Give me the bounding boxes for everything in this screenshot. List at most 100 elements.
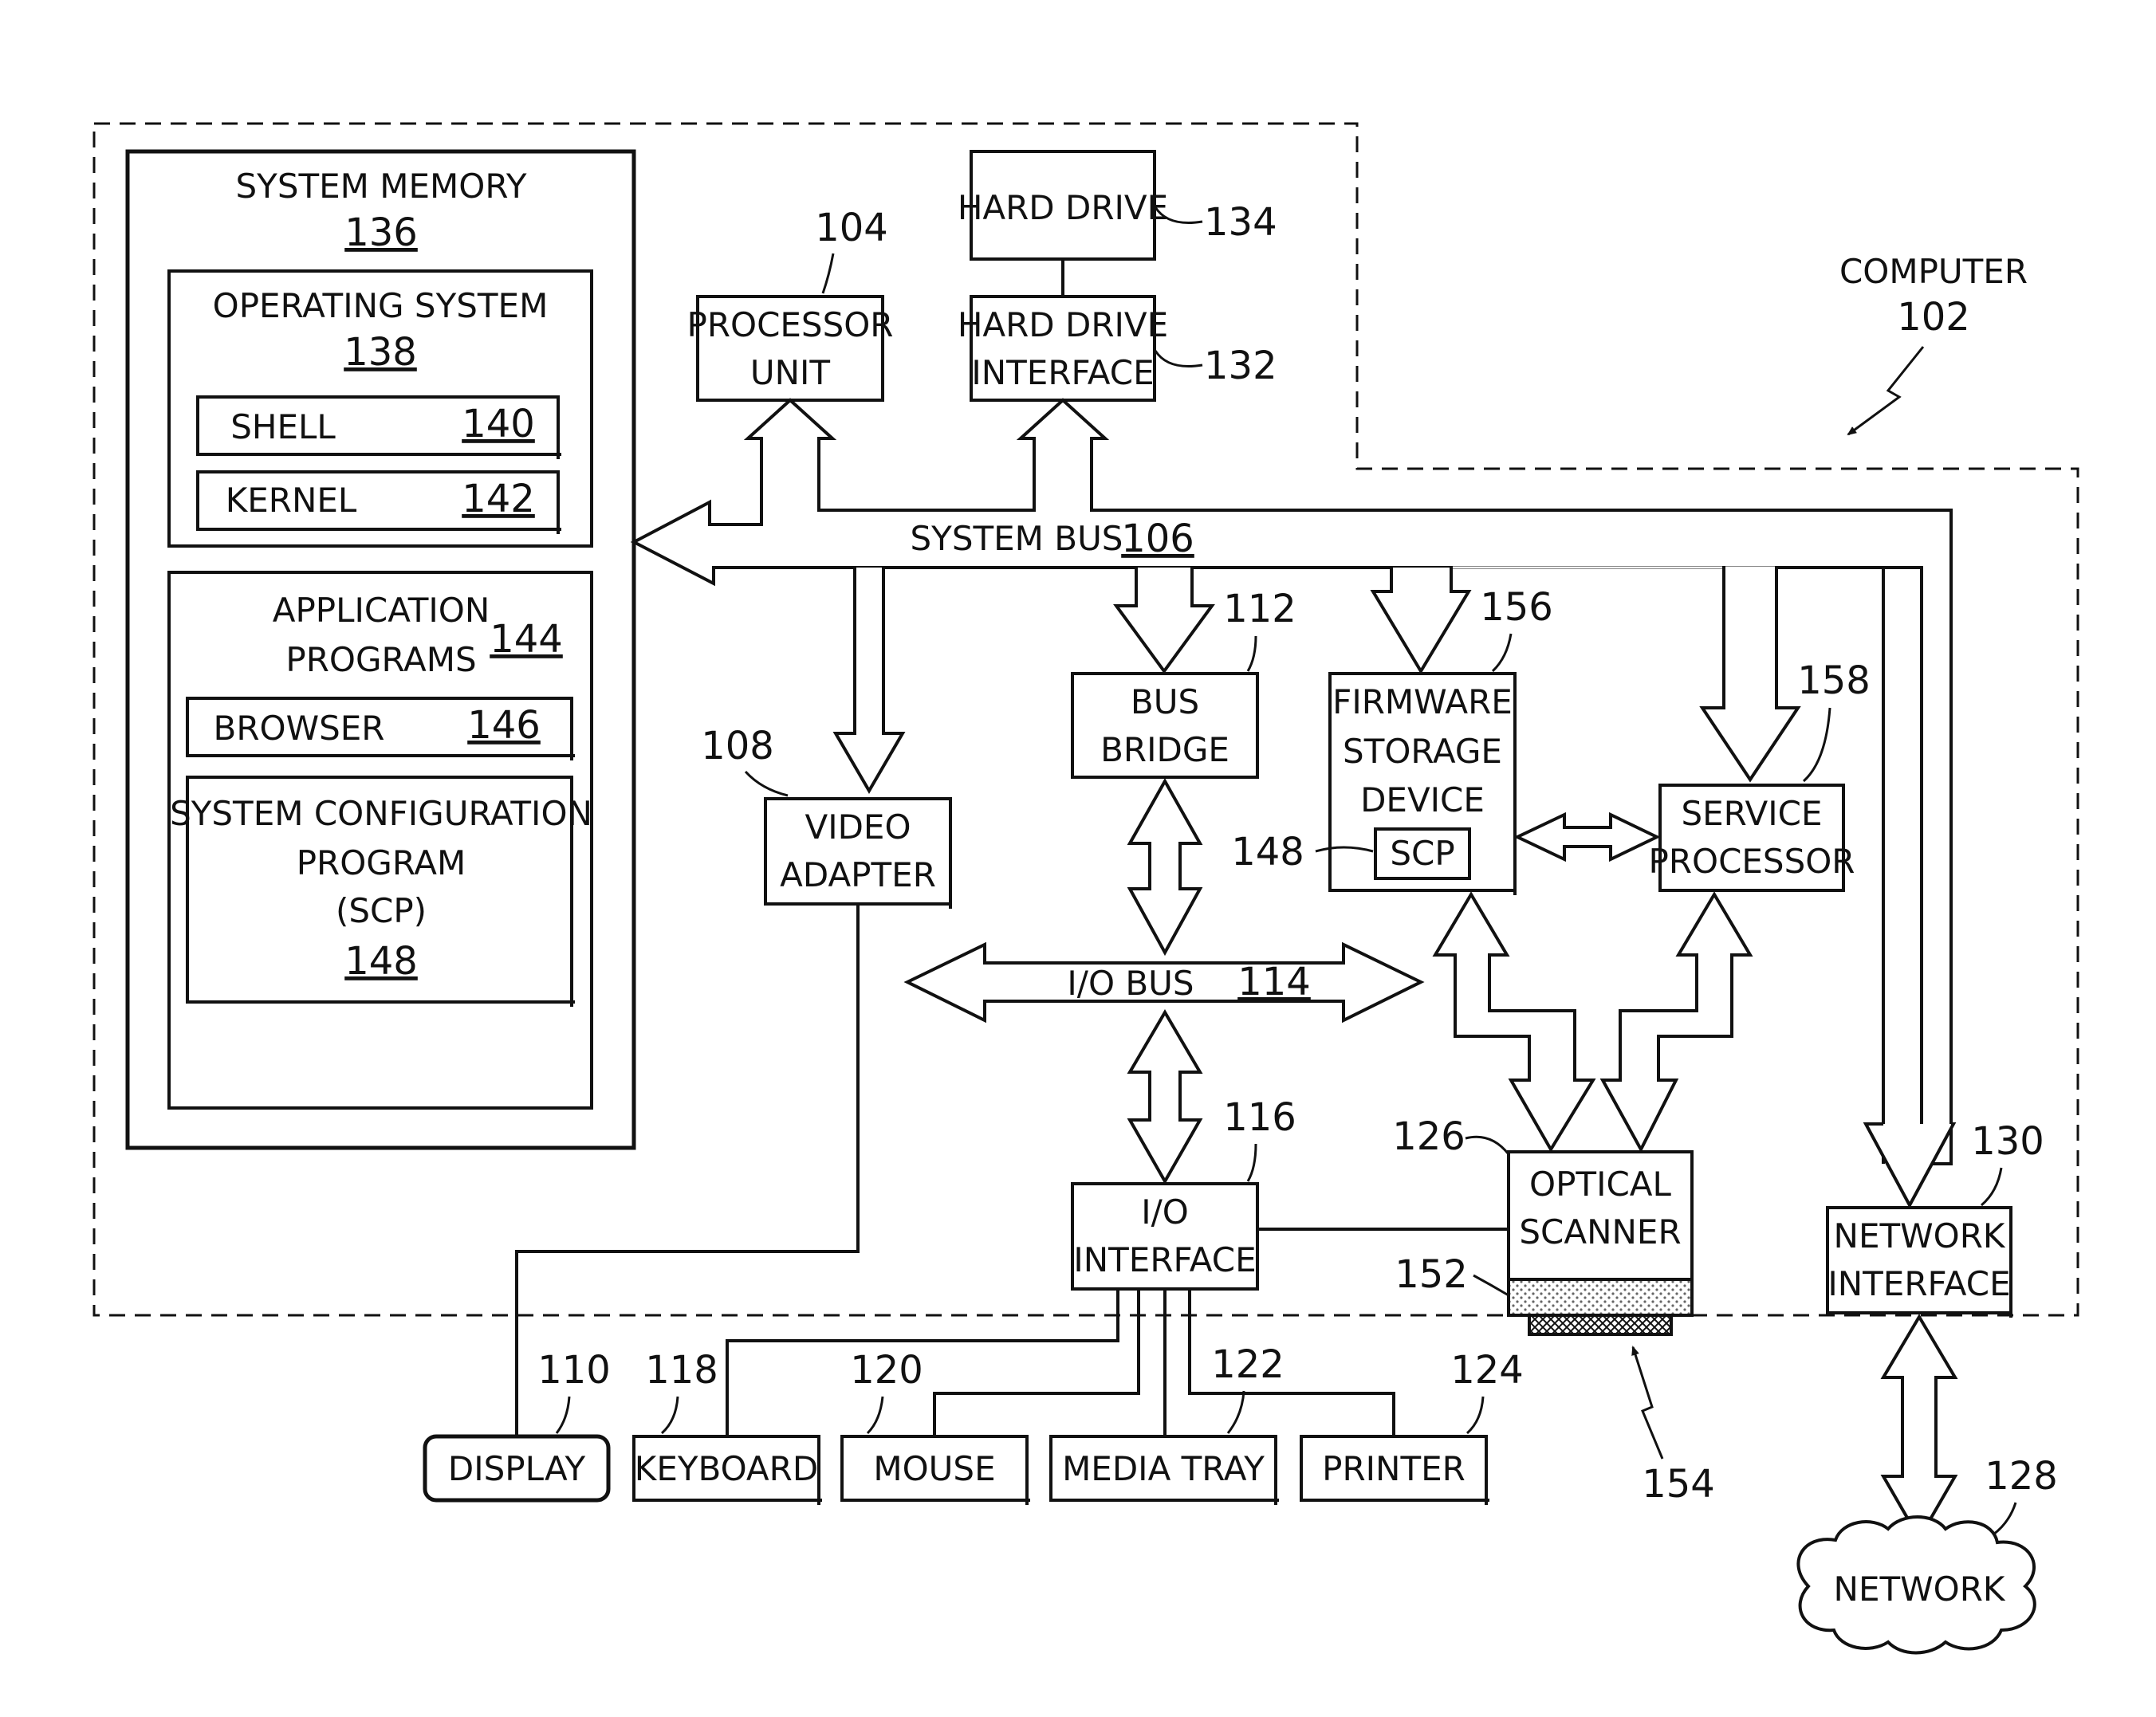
system-bus-ref: 106 — [1121, 517, 1194, 561]
firmware-scp-ref: 148 — [1231, 830, 1304, 874]
network-leader — [1993, 1503, 2016, 1534]
display-leader — [557, 1397, 569, 1433]
hard-drive-interface: HARD DRIVE INTERFACE — [958, 297, 1168, 400]
processor-unit-line-2: UNIT — [750, 353, 831, 392]
computer-ref: 102 — [1897, 295, 1970, 340]
optical-scanner-line-1: OPTICAL — [1529, 1165, 1671, 1204]
firmware-optical-scanner-arrow — [1435, 894, 1593, 1149]
io-interface-ref: 116 — [1223, 1095, 1296, 1140]
mouse: MOUSE — [842, 1436, 1030, 1505]
processor-unit: PROCESSOR UNIT — [687, 297, 894, 400]
display-ref: 110 — [537, 1348, 611, 1393]
system-bus-label: SYSTEM BUS — [911, 519, 1123, 558]
application-programs-label-2: PROGRAMS — [285, 640, 476, 679]
network-interface: NETWORK INTERFACE — [1827, 1208, 2011, 1318]
printer-label: PRINTER — [1322, 1449, 1466, 1488]
io-bus-io-interface-arrow — [1130, 1012, 1200, 1181]
firmware-service-processor-arrow — [1517, 815, 1657, 859]
bus-bridge: BUS BRIDGE — [1072, 674, 1257, 777]
scanner-glass — [1509, 1279, 1692, 1315]
system-bus-arrow — [634, 400, 1951, 1164]
keyboard-leader — [662, 1397, 678, 1433]
io-to-mouse-line — [934, 1289, 1139, 1436]
service-processor-line-2: PROCESSOR — [1649, 842, 1855, 881]
printer-ref: 124 — [1450, 1348, 1524, 1393]
media-tray-ref: 122 — [1211, 1342, 1285, 1387]
keyboard-label: KEYBOARD — [635, 1449, 818, 1488]
scp-program-line-1: SYSTEM CONFIGURATION — [170, 794, 592, 833]
scp-program-ref: 148 — [344, 939, 418, 984]
kernel-label: KERNEL — [226, 481, 357, 520]
io-interface-line-1: I/O — [1141, 1192, 1189, 1232]
video-adapter-ref: 108 — [701, 724, 774, 768]
operating-system-ref: 138 — [344, 330, 417, 375]
scanned-item-pointer — [1633, 1347, 1662, 1459]
printer-leader — [1467, 1397, 1483, 1433]
hard-drive-label: HARD DRIVE — [958, 188, 1168, 227]
service-processor-optical-scanner-arrow — [1603, 894, 1750, 1149]
service-processor-ref: 158 — [1797, 658, 1871, 703]
display-label: DISPLAY — [448, 1449, 586, 1488]
processor-unit-leader — [823, 253, 833, 293]
firmware-storage-line-2: STORAGE — [1343, 732, 1502, 771]
scp-program-line-3: (SCP) — [336, 891, 427, 930]
media-tray-label: MEDIA TRAY — [1062, 1449, 1265, 1488]
network-interface-network-arrow — [1883, 1317, 1955, 1538]
hard-drive-interface-ref: 132 — [1204, 344, 1277, 388]
mouse-leader — [868, 1397, 883, 1433]
optical-scanner-line-2: SCANNER — [1519, 1212, 1681, 1251]
optical-scanner-leader — [1466, 1137, 1509, 1154]
service-processor: SERVICE PROCESSOR — [1649, 785, 1855, 890]
bus-bridge-line-2: BRIDGE — [1100, 730, 1229, 769]
system-bus-to-firmware — [1373, 568, 1469, 671]
firmware-storage-leader — [1493, 634, 1511, 671]
media-tray: MEDIA TRAY — [1051, 1436, 1279, 1505]
network-interface-line-2: INTERFACE — [1827, 1264, 2010, 1303]
system-memory-ref: 136 — [344, 210, 418, 255]
operating-system-label: OPERATING SYSTEM — [213, 286, 549, 325]
system-memory-label: SYSTEM MEMORY — [236, 167, 527, 206]
firmware-storage-line-3: DEVICE — [1360, 780, 1485, 819]
service-processor-line-1: SERVICE — [1681, 794, 1822, 833]
firmware-storage-line-1: FIRMWARE — [1332, 682, 1513, 721]
kernel: KERNEL 142 — [198, 472, 561, 534]
mouse-ref: 120 — [850, 1348, 923, 1393]
browser: BROWSER 146 — [187, 698, 575, 760]
scanned-item-ref: 154 — [1642, 1462, 1715, 1507]
network-ref: 128 — [1985, 1454, 2058, 1499]
scp-program-line-2: PROGRAM — [297, 843, 466, 882]
bus-bridge-leader — [1248, 636, 1256, 671]
io-interface-line-2: INTERFACE — [1073, 1240, 1256, 1279]
video-adapter-leader — [746, 772, 788, 796]
display: DISPLAY — [425, 1436, 608, 1500]
shell-ref: 140 — [462, 402, 535, 446]
hard-drive-interface-line-2: INTERFACE — [971, 353, 1154, 392]
keyboard-ref: 118 — [645, 1348, 718, 1393]
io-bus-ref: 114 — [1237, 960, 1311, 1004]
application-programs-label-1: APPLICATION — [273, 591, 490, 630]
hard-drive: HARD DRIVE — [958, 151, 1168, 259]
video-adapter: VIDEO ADAPTER — [765, 799, 950, 909]
firmware-storage-ref: 156 — [1480, 585, 1553, 630]
media-tray-leader — [1228, 1391, 1244, 1433]
io-bus-label: I/O BUS — [1067, 964, 1194, 1003]
browser-label: BROWSER — [214, 709, 385, 748]
processor-unit-ref: 104 — [815, 206, 888, 250]
service-processor-leader — [1804, 708, 1830, 781]
computer-label: COMPUTER — [1839, 252, 2028, 291]
printer: PRINTER — [1301, 1436, 1489, 1505]
application-programs-ref: 144 — [490, 617, 563, 662]
scanner-glass-leader — [1473, 1275, 1509, 1295]
bus-bridge-line-1: BUS — [1131, 682, 1199, 721]
shell: SHELL 140 — [198, 397, 561, 459]
video-adapter-line-1: VIDEO — [805, 807, 911, 847]
hard-drive-interface-line-1: HARD DRIVE — [958, 305, 1168, 344]
scanner-glass-ref: 152 — [1395, 1252, 1468, 1297]
shell-label: SHELL — [230, 407, 336, 446]
processor-unit-line-1: PROCESSOR — [687, 305, 894, 344]
network-interface-leader — [1981, 1168, 2001, 1205]
bus-bridge-io-bus-arrow — [1130, 781, 1200, 953]
mouse-label: MOUSE — [873, 1449, 995, 1488]
computer-pointer — [1848, 347, 1923, 434]
system-bus-to-bus-bridge — [1116, 568, 1212, 671]
